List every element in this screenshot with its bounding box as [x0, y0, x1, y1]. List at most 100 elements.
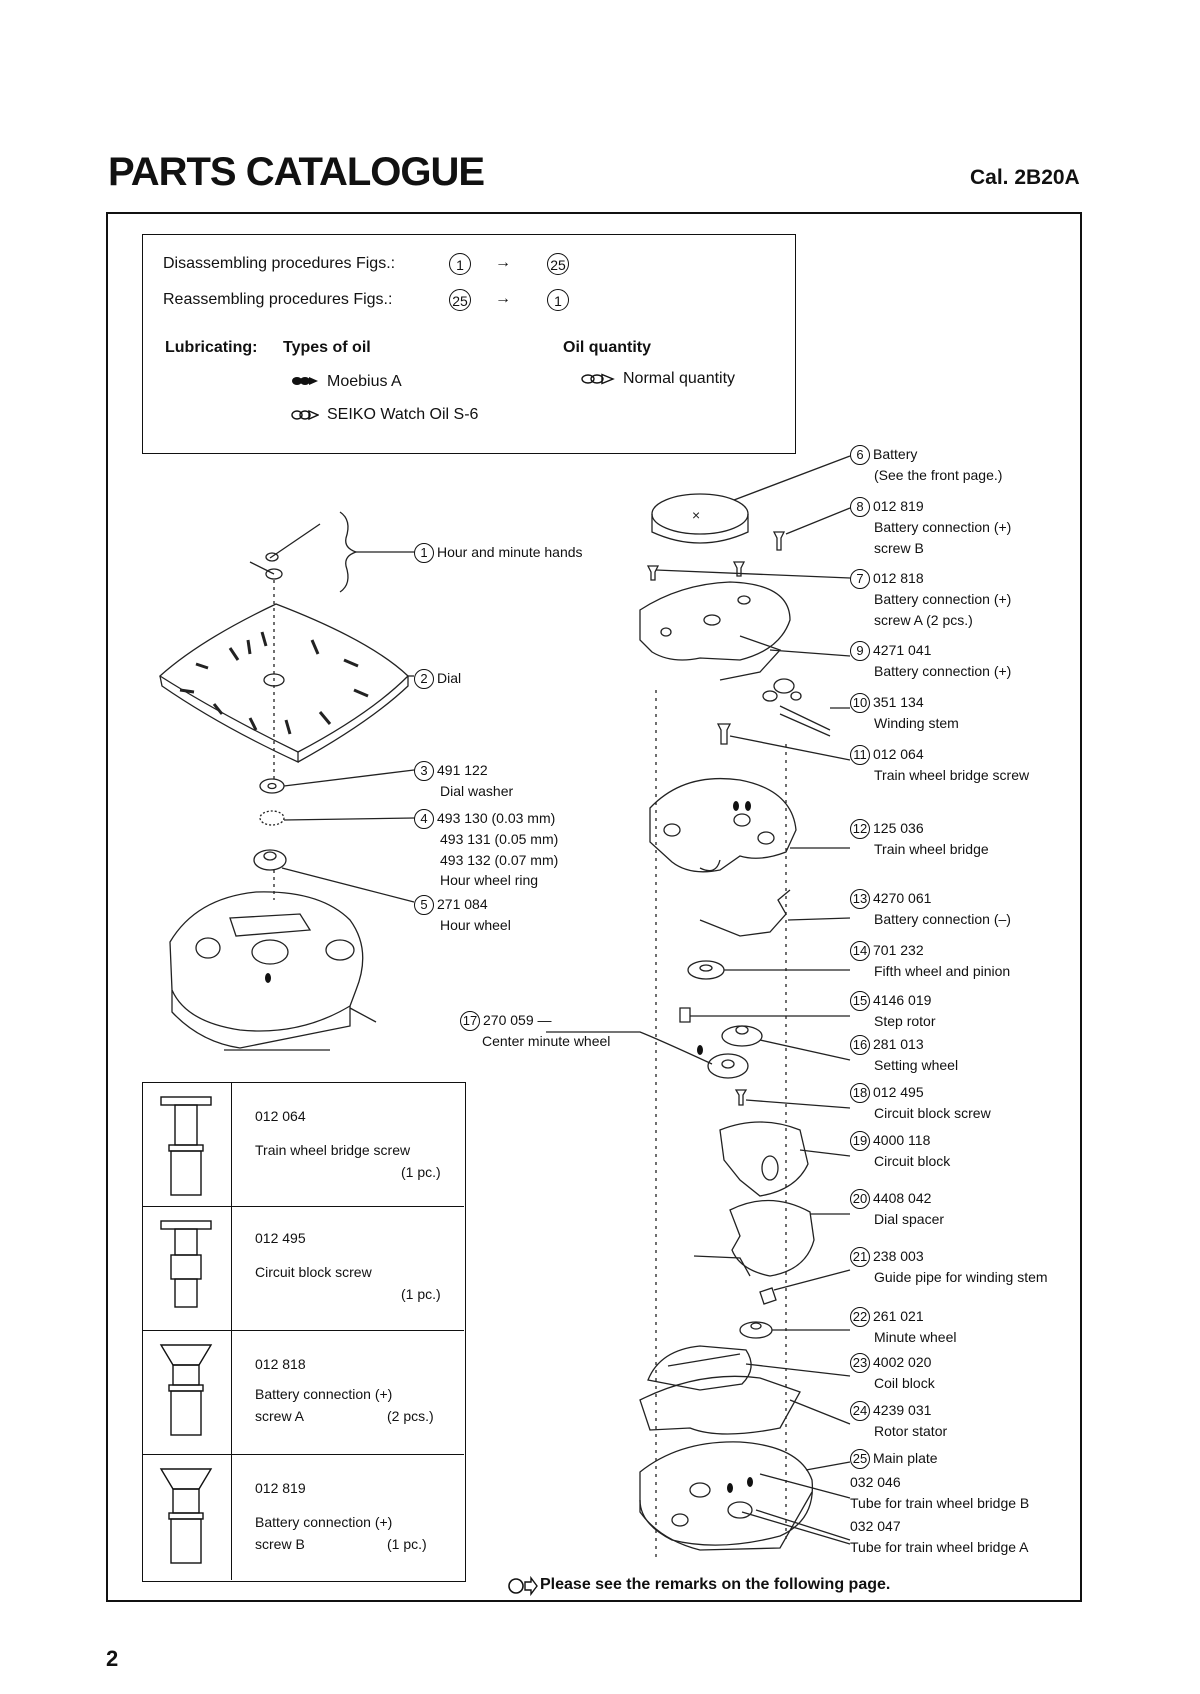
part-number-circle: 16	[850, 1035, 870, 1056]
part-number-circle: 8	[850, 497, 870, 518]
part-code: 4270 061	[873, 890, 932, 906]
part-code: 701 232	[873, 942, 924, 958]
part-code: 012 495	[873, 1084, 924, 1100]
part-code: 238 003	[873, 1248, 924, 1264]
part-description: Circuit block	[874, 1153, 951, 1170]
screw-parts-table: 012 064 Train wheel bridge screw (1 pc.)…	[142, 1082, 466, 1582]
part-number-circle: 18	[850, 1083, 870, 1104]
oil-quantity-header: Oil quantity	[563, 339, 651, 356]
table-row: 012 495 Circuit block screw (1 pc.)	[143, 1207, 464, 1331]
arrow-icon: →	[495, 290, 511, 307]
screw-icon	[159, 1344, 213, 1436]
catalogue-frame	[106, 212, 1082, 1602]
part-code: 4271 041	[873, 642, 932, 658]
part-number-circle: 20	[850, 1189, 870, 1210]
part-code: 012 818	[873, 570, 924, 586]
part-number-circle: 11	[850, 745, 870, 766]
part-description: Winding stem	[874, 715, 959, 732]
procedures-box: Disassembling procedures Figs.: 1 → 25 R…	[142, 234, 796, 454]
reassembling-from: 25	[449, 289, 471, 311]
page-title: PARTS CATALOGUE	[108, 150, 485, 194]
part-number-circle: 25	[850, 1449, 870, 1470]
part-number-circle: 23	[850, 1353, 870, 1374]
oil-moebius-a: Moebius A	[327, 373, 402, 390]
screw-icon	[159, 1468, 213, 1564]
screw-icon	[160, 1096, 212, 1196]
oil-seiko-s6: SEIKO Watch Oil S-6	[327, 406, 479, 423]
part-number-circle: 6	[850, 445, 870, 466]
tube-a: 032 047 Tube for train wheel bridge A	[850, 1518, 1029, 1555]
part-description: Rotor stator	[874, 1423, 948, 1440]
part-code: Main plate	[873, 1450, 938, 1466]
part-description: (See the front page.)	[874, 467, 1003, 484]
part-number-circle: 10	[850, 693, 870, 714]
part-code: 4000 118	[873, 1132, 931, 1148]
part-code: 4002 020	[873, 1354, 932, 1370]
remark-text: Please see the remarks on the following …	[540, 1576, 891, 1593]
minute-hand	[269, 523, 321, 559]
part-description: Battery connection (+)	[874, 591, 1012, 608]
part-description: Coil block	[874, 1375, 935, 1392]
part-number-circle: 19	[850, 1131, 870, 1152]
part-number-circle: 22	[850, 1307, 870, 1328]
part-code: 351 134	[873, 694, 924, 710]
part-number-circle: 7	[850, 569, 870, 590]
part-description: Setting wheel	[874, 1057, 959, 1074]
part-number-circle: 21	[850, 1247, 870, 1268]
part-code: 012 064	[873, 746, 924, 762]
part-code: 012 819	[873, 498, 924, 514]
normal-quantity-label: Normal quantity	[623, 370, 736, 387]
part-number-circle: 13	[850, 889, 870, 910]
part-number-circle: 15	[850, 991, 870, 1012]
svg-text:×: ×	[692, 507, 700, 523]
part-description: Battery connection (–)	[874, 911, 1011, 928]
moebius-oil-icon	[292, 377, 318, 385]
normal-quantity-icon	[581, 373, 615, 385]
part-number-circle: 12	[850, 819, 870, 840]
part-description: screw A (2 pcs.)	[874, 611, 973, 628]
seiko-oil-icon	[291, 409, 319, 421]
hour-hand	[249, 561, 275, 575]
table-row: 012 819 Battery connection (+) screw B (…	[143, 1455, 464, 1580]
part-code: 281 013	[873, 1036, 924, 1052]
part-description: Train wheel bridge screw	[874, 767, 1030, 784]
caliber-label: Cal. 2B20A	[970, 166, 1080, 189]
part-description: Circuit block screw	[874, 1105, 991, 1122]
reassembling-label: Reassembling procedures Figs.:	[163, 291, 393, 308]
part-code: 4239 031	[873, 1402, 932, 1418]
screw-icon	[160, 1220, 212, 1308]
part-description: Fifth wheel and pinion	[874, 963, 1011, 980]
part-number-circle: 14	[850, 941, 870, 962]
part-description: Step rotor	[874, 1013, 936, 1030]
part-code: 4408 042	[873, 1190, 932, 1206]
part-code: 4146 019	[873, 992, 932, 1008]
part-description: Guide pipe for winding stem	[874, 1269, 1048, 1286]
part-code: 261 021	[873, 1308, 924, 1324]
part-description: Battery connection (+)	[874, 663, 1012, 680]
part-description: Battery connection (+)	[874, 519, 1012, 536]
part-number-circle: 9	[850, 641, 870, 662]
part-description: Train wheel bridge	[874, 841, 989, 858]
table-row: 012 064 Train wheel bridge screw (1 pc.)	[143, 1083, 464, 1207]
part-code: Battery	[873, 446, 918, 462]
